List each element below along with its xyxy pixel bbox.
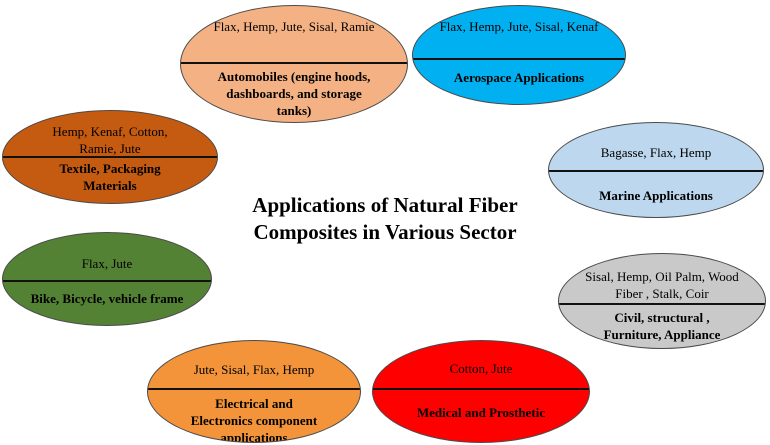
ellipse-civil: Sisal, Hemp, Oil Palm, Wood Fiber , Stal…: [558, 253, 766, 349]
fibers-label: Hemp, Kenaf, Cotton, Ramie, Jute: [52, 124, 168, 156]
divider-line: [559, 303, 765, 305]
application-label: Bike, Bicycle, vehicle frame: [30, 291, 184, 306]
divider-line: [3, 156, 217, 158]
application-label: Aerospace Applications: [453, 70, 585, 85]
ellipse-electrical: Jute, Sisal, Flax, Hemp Electrical and E…: [147, 340, 361, 443]
diagram-title: Applications of Natural Fiber Composites…: [200, 192, 570, 246]
fibers-label: Flax, Hemp, Jute, Sisal, Ramie: [213, 19, 375, 34]
application-label: Medical and Prosthetic: [416, 405, 546, 420]
divider-line: [3, 280, 211, 282]
ellipse-aerospace: Flax, Hemp, Jute, Sisal, Kenaf Aerospace…: [412, 5, 626, 105]
fibers-label: Flax, Hemp, Jute, Sisal, Kenaf: [439, 19, 599, 34]
divider-line: [413, 58, 625, 60]
fibers-label: Sisal, Hemp, Oil Palm, Wood Fiber , Stal…: [585, 269, 739, 301]
title-line-1: Applications of Natural Fiber: [252, 193, 518, 217]
title-line-2: Composites in Various Sector: [253, 220, 517, 244]
application-label: Automobiles (engine hoods, dashboards, a…: [217, 69, 371, 118]
ellipse-automobiles: Flax, Hemp, Jute, Sisal, Ramie Automobil…: [180, 5, 408, 123]
divider-line: [373, 388, 589, 390]
divider-line: [148, 388, 360, 390]
application-label: Electrical and Electronics component app…: [190, 396, 318, 443]
ellipse-bike: Flax, Jute Bike, Bicycle, vehicle frame: [2, 232, 212, 326]
divider-line: [549, 170, 763, 172]
application-label: Civil, structural , Furniture, Appliance: [603, 310, 721, 342]
fibers-label: Cotton, Jute: [449, 361, 513, 376]
fibers-label: Bagasse, Flax, Hemp: [600, 145, 712, 160]
ellipse-textile: Hemp, Kenaf, Cotton, Ramie, Jute Textile…: [2, 110, 218, 204]
application-label: Textile, Packaging Materials: [59, 161, 161, 193]
ellipse-medical: Cotton, Jute Medical and Prosthetic: [372, 340, 590, 443]
fibers-label: Flax, Jute: [81, 256, 133, 271]
divider-line: [181, 62, 407, 64]
ellipse-marine: Bagasse, Flax, Hemp Marine Applications: [548, 122, 764, 218]
fibers-label: Jute, Sisal, Flax, Hemp: [193, 362, 315, 377]
application-label: Marine Applications: [599, 188, 713, 203]
